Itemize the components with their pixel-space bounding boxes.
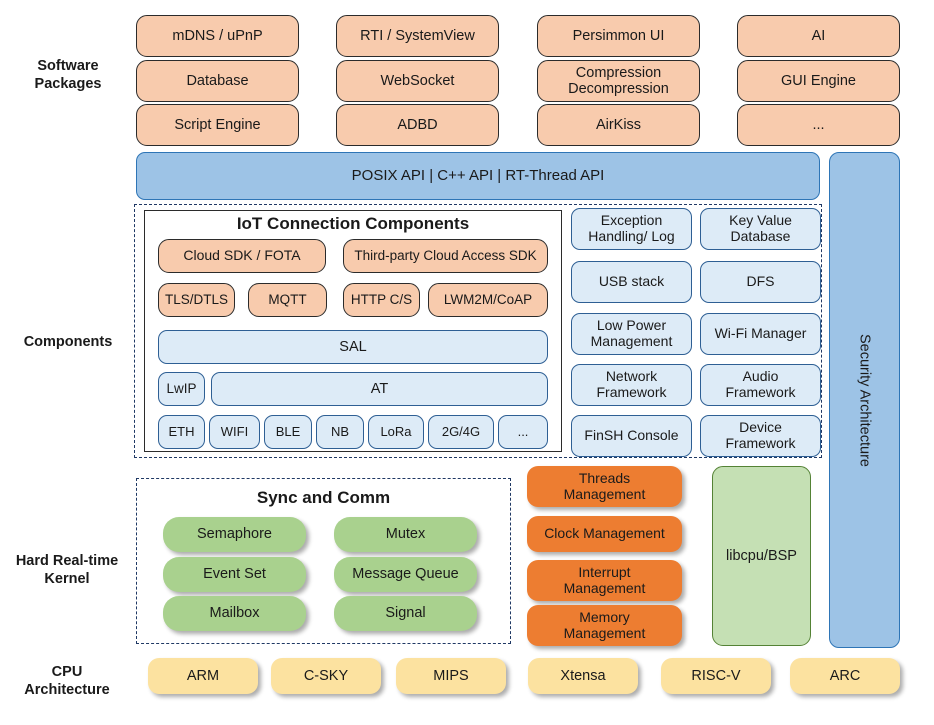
- kernel-management-box[interactable]: Memory Management: [527, 605, 682, 646]
- iot-link-box[interactable]: 2G/4G: [428, 415, 494, 449]
- software-package-box[interactable]: Compression Decompression: [537, 60, 700, 102]
- kernel-sync-box[interactable]: Event Set: [163, 557, 306, 592]
- security-architecture-label: Security Architecture: [856, 333, 873, 467]
- section-label-software-packages: Software Packages: [34, 57, 102, 92]
- iot-lwip-box[interactable]: LwIP: [158, 372, 205, 406]
- software-package-box[interactable]: WebSocket: [336, 60, 499, 102]
- kernel-management-box[interactable]: Clock Management: [527, 516, 682, 552]
- security-architecture-bar[interactable]: Security Architecture: [829, 152, 900, 648]
- component-box[interactable]: Exception Handling/ Log: [571, 208, 692, 250]
- sync-and-comm-title: Sync and Comm: [256, 488, 391, 507]
- iot-link-box[interactable]: WIFI: [209, 415, 260, 449]
- components-frame: [134, 204, 822, 458]
- component-box[interactable]: Low Power Management: [571, 313, 692, 355]
- software-package-box[interactable]: mDNS / uPnP: [136, 15, 299, 57]
- component-box[interactable]: Network Framework: [571, 364, 692, 406]
- api-bar[interactable]: POSIX API | C++ API | RT-Thread API: [136, 152, 820, 200]
- software-package-box[interactable]: ...: [737, 104, 900, 146]
- software-package-box[interactable]: AirKiss: [537, 104, 700, 146]
- iot-cloud-sdk-box[interactable]: Third-party Cloud Access SDK: [343, 239, 548, 273]
- iot-connection-title: IoT Connection Components: [236, 214, 470, 233]
- section-label-components: Components: [23, 333, 113, 350]
- section-label-kernel: Hard Real-time Kernel: [15, 552, 119, 587]
- software-package-box[interactable]: AI: [737, 15, 900, 57]
- kernel-sync-box[interactable]: Mailbox: [163, 596, 306, 631]
- iot-link-box[interactable]: ETH: [158, 415, 205, 449]
- cpu-arch-box[interactable]: Xtensa: [528, 658, 638, 694]
- component-box[interactable]: DFS: [700, 261, 821, 303]
- software-package-box[interactable]: RTI / SystemView: [336, 15, 499, 57]
- software-package-box[interactable]: Script Engine: [136, 104, 299, 146]
- cpu-arch-box[interactable]: ARM: [148, 658, 258, 694]
- iot-link-box[interactable]: BLE: [264, 415, 312, 449]
- cpu-arch-box[interactable]: ARC: [790, 658, 900, 694]
- section-label-cpu-architecture: CPU Architecture: [24, 663, 110, 698]
- libcpu-bsp-box[interactable]: libcpu/BSP: [712, 466, 811, 646]
- component-box[interactable]: Device Framework: [700, 415, 821, 457]
- cpu-arch-box[interactable]: RISC-V: [661, 658, 771, 694]
- iot-at-box[interactable]: AT: [211, 372, 548, 406]
- iot-protocol-box[interactable]: LWM2M/CoAP: [428, 283, 548, 317]
- iot-protocol-box[interactable]: MQTT: [248, 283, 327, 317]
- iot-sal-box[interactable]: SAL: [158, 330, 548, 364]
- component-box[interactable]: Key Value Database: [700, 208, 821, 250]
- kernel-sync-box[interactable]: Mutex: [334, 517, 477, 552]
- iot-protocol-box[interactable]: TLS/DTLS: [158, 283, 235, 317]
- software-package-box[interactable]: Database: [136, 60, 299, 102]
- kernel-sync-box[interactable]: Message Queue: [334, 557, 477, 592]
- software-package-box[interactable]: GUI Engine: [737, 60, 900, 102]
- kernel-management-box[interactable]: Threads Management: [527, 466, 682, 507]
- component-box[interactable]: FinSH Console: [571, 415, 692, 457]
- sync-and-comm-frame: [136, 478, 511, 644]
- component-box[interactable]: Wi-Fi Manager: [700, 313, 821, 355]
- iot-link-box[interactable]: LoRa: [368, 415, 424, 449]
- cpu-arch-box[interactable]: C-SKY: [271, 658, 381, 694]
- kernel-sync-box[interactable]: Signal: [334, 596, 477, 631]
- kernel-management-box[interactable]: Interrupt Management: [527, 560, 682, 601]
- iot-link-box[interactable]: ...: [498, 415, 548, 449]
- iot-link-box[interactable]: NB: [316, 415, 364, 449]
- iot-cloud-sdk-box[interactable]: Cloud SDK / FOTA: [158, 239, 326, 273]
- component-box[interactable]: USB stack: [571, 261, 692, 303]
- cpu-arch-box[interactable]: MIPS: [396, 658, 506, 694]
- software-package-box[interactable]: ADBD: [336, 104, 499, 146]
- software-package-box[interactable]: Persimmon UI: [537, 15, 700, 57]
- iot-protocol-box[interactable]: HTTP C/S: [343, 283, 420, 317]
- component-box[interactable]: Audio Framework: [700, 364, 821, 406]
- kernel-sync-box[interactable]: Semaphore: [163, 517, 306, 552]
